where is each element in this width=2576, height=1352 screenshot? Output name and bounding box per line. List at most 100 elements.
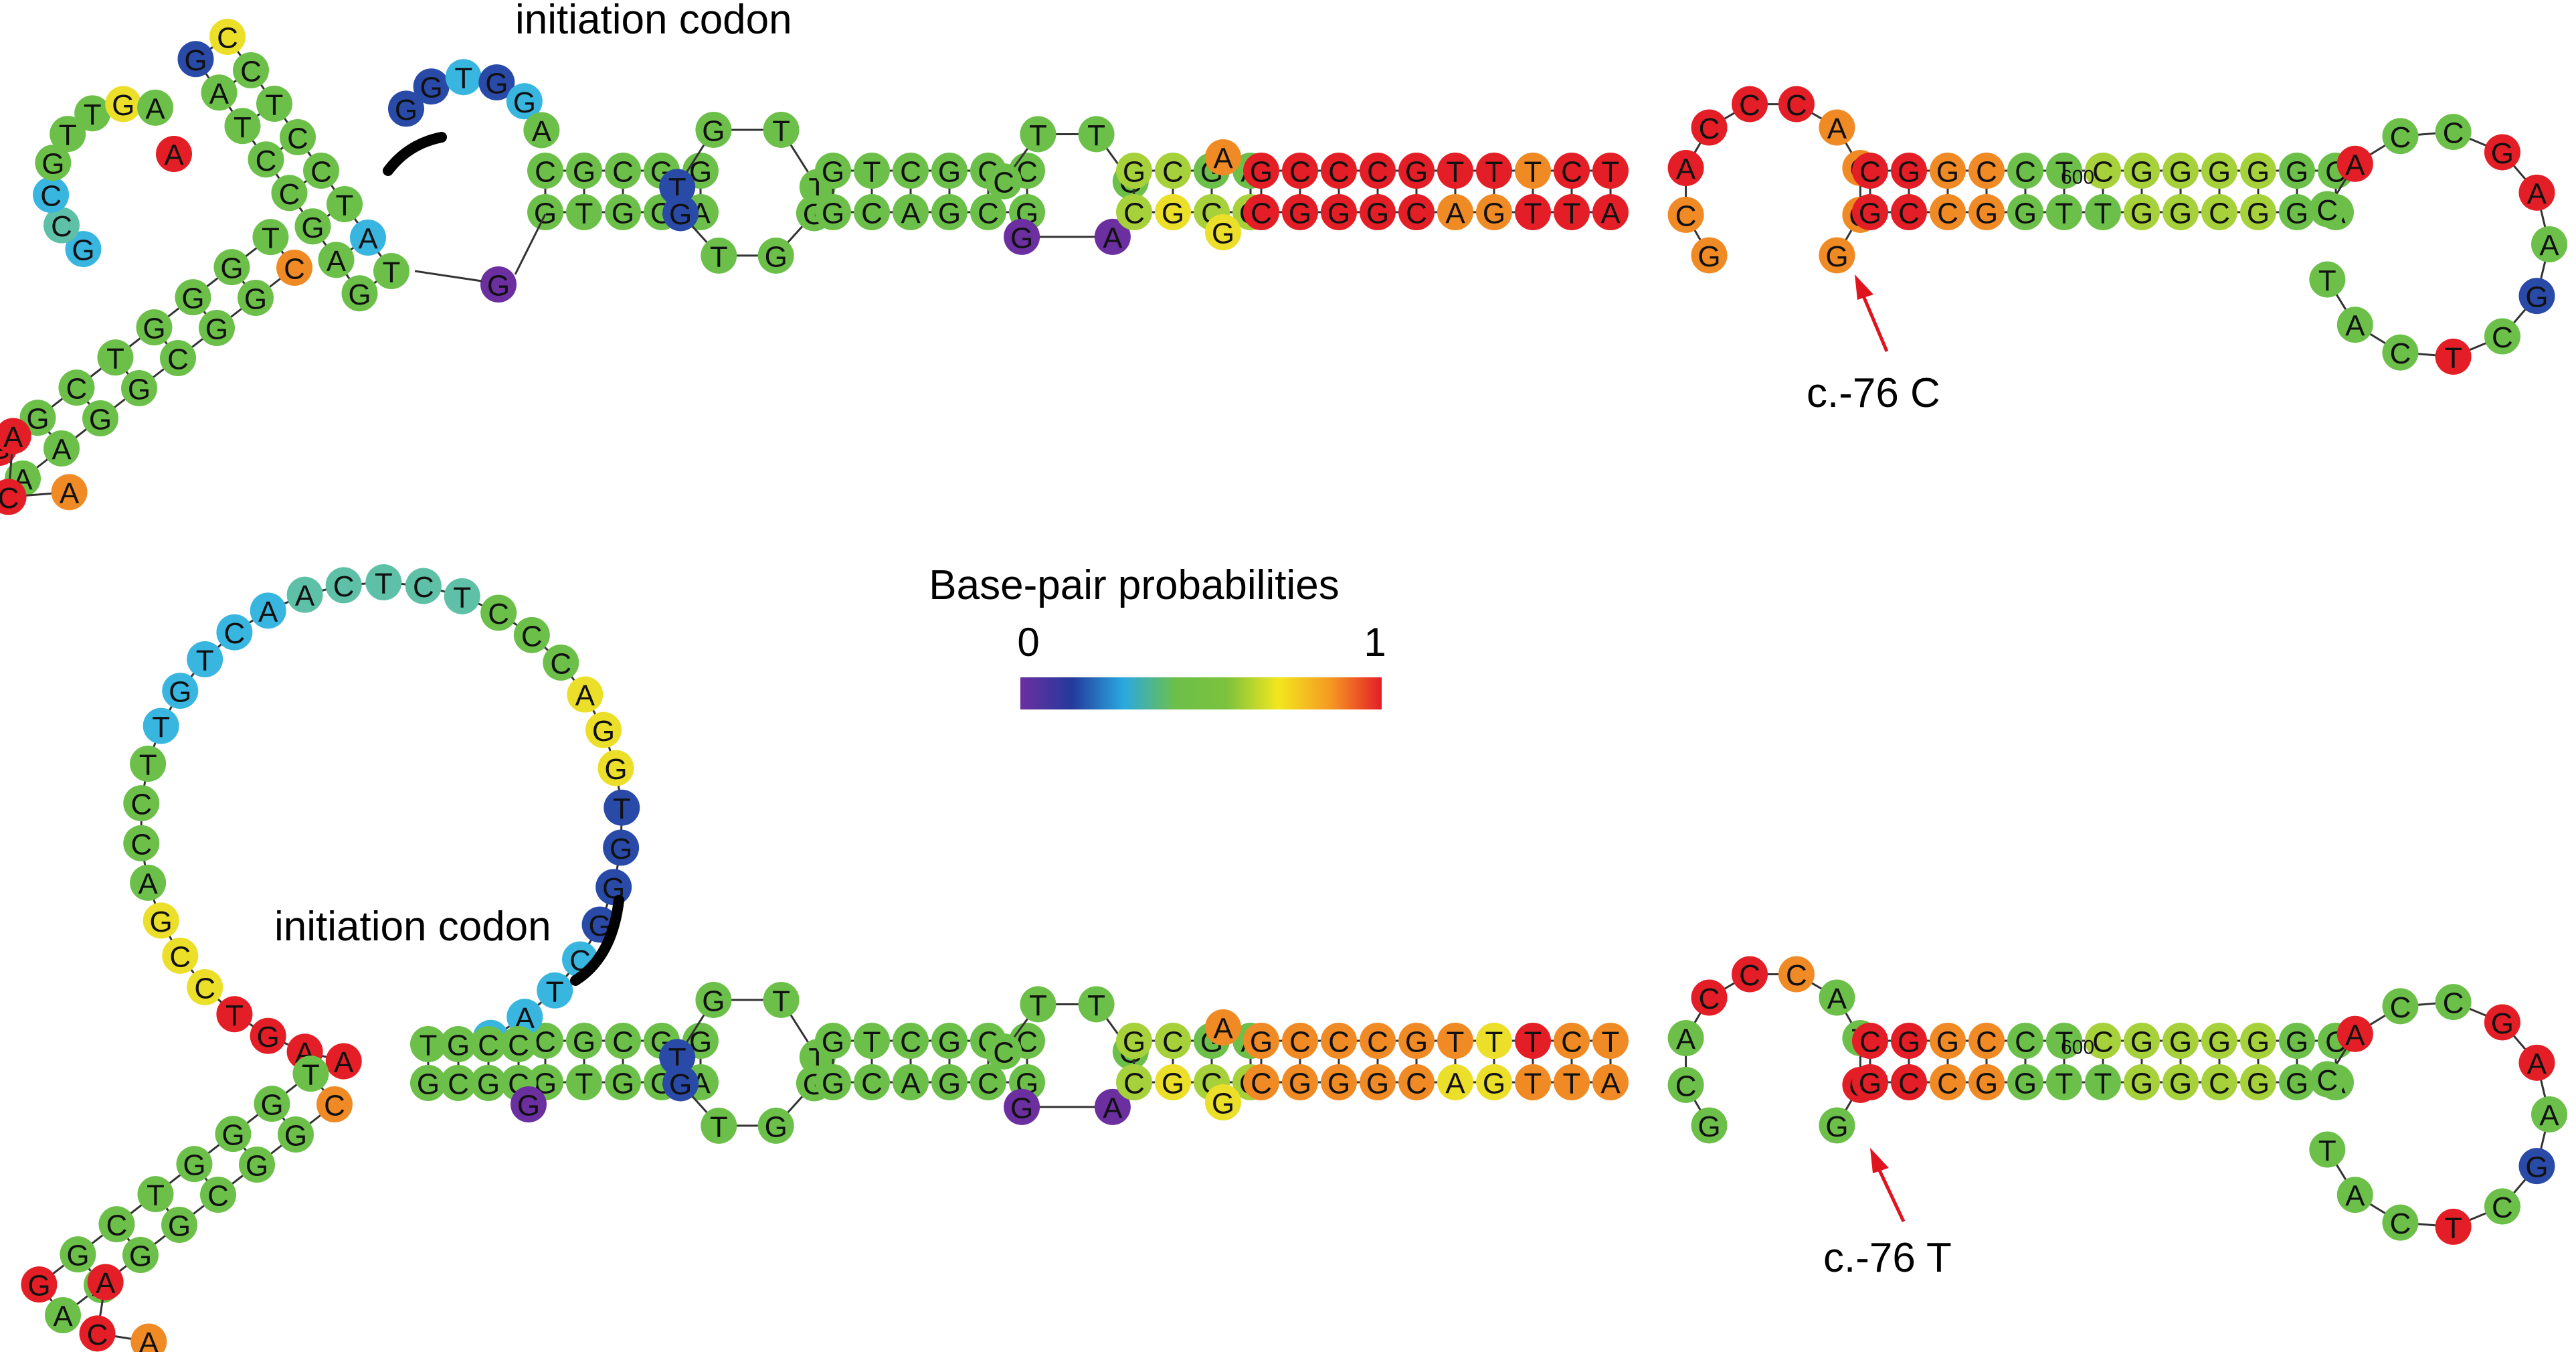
svg-text:G: G [765, 240, 788, 273]
loop-2-upper-nt-1: T [1020, 986, 1056, 1023]
arm-lower-tip: ACA [79, 1264, 167, 1352]
svg-text:C: C [2443, 987, 2464, 1020]
arm-lower-a-2: G [239, 1147, 275, 1183]
loop-4-nt-7: G [2518, 1148, 2555, 1185]
svg-text:T: T [1524, 1026, 1542, 1059]
open-loop-nt-13: T [187, 641, 223, 678]
svg-text:G: G [2130, 156, 2153, 189]
svg-text:G: G [184, 44, 207, 77]
stem-4-top-6: T [1476, 153, 1512, 189]
stem-2-top-3: G [931, 153, 968, 189]
svg-text:T: T [59, 119, 77, 152]
svg-text:C: C [2316, 1064, 2338, 1097]
svg-text:C: C [1786, 959, 1807, 992]
stem-2-bottom-1: C [854, 194, 890, 230]
svg-text:A: A [1676, 1023, 1696, 1056]
stem-5-top-4: C [2007, 153, 2043, 189]
stem-4-bottom-3: G [1360, 1064, 1396, 1100]
stem-2-bottom-2: A [893, 1064, 929, 1100]
svg-text:C: C [861, 1068, 883, 1100]
svg-text:A: A [138, 867, 158, 900]
stem-5-top-8: G [2163, 1023, 2199, 1059]
loop-2-lower-nt-1: G [1004, 1088, 1040, 1125]
legend-title: Base-pair probabilities [929, 562, 1339, 608]
stem-4-bottom-7: T [1515, 194, 1551, 230]
stem-4-bottom-0: C [1243, 1064, 1279, 1100]
stem-2-bottom-3: G [931, 1064, 968, 1100]
loop-3-nt-5: C [1778, 956, 1815, 993]
loop-4-nt-0: C [2309, 191, 2346, 228]
svg-text:T: T [2318, 264, 2336, 297]
svg-text:C: C [1898, 1068, 1920, 1100]
stem-5-bottom-7: G [2124, 194, 2160, 230]
loop-1-upper-nt-2: T [763, 111, 800, 148]
arm-upper-a-3: C [280, 119, 316, 155]
svg-text:T: T [1029, 989, 1047, 1022]
svg-text:G: G [2247, 1068, 2270, 1100]
svg-text:C: C [1976, 1026, 1997, 1059]
svg-text:G: G [89, 404, 112, 436]
stem-1-top-1: G [566, 1023, 602, 1059]
svg-text:T: T [1524, 1068, 1542, 1100]
svg-text:A: A [327, 245, 347, 278]
loop-3-nt-9: G [1819, 237, 1855, 274]
svg-text:G: G [183, 1149, 205, 1182]
stem-4-top-2: C [1321, 1023, 1357, 1059]
svg-text:G: G [765, 1110, 788, 1143]
svg-text:G: G [244, 283, 267, 316]
svg-text:G: G [1898, 1026, 1920, 1059]
svg-text:C: C [279, 178, 300, 211]
svg-text:A: A [2539, 230, 2559, 262]
svg-text:G: G [1825, 1110, 1848, 1143]
loop-2-upper-nt-0: C [986, 1033, 1022, 1070]
legend-min-label: 0 [1017, 620, 1039, 665]
svg-text:C: C [1367, 1026, 1388, 1059]
arm-left-loop-nt-3: G [35, 145, 72, 181]
stem-3-bottom-1: G [1155, 1064, 1191, 1100]
legend: Base-pair probabilities 0 1 [929, 562, 1386, 709]
arm-lower-a-6: A [43, 430, 80, 467]
loop-4-nt-4: G [2484, 134, 2520, 171]
svg-text:C: C [2390, 1207, 2411, 1240]
svg-text:G: G [1405, 1026, 1428, 1059]
loop-3-nt-5: C [1778, 86, 1815, 122]
open-loop-nt-4: C [187, 968, 223, 1005]
stem-5-top-10: G [2240, 153, 2276, 189]
arm-upper-b-3: C [248, 141, 284, 178]
arm-upper-b-6: A [318, 242, 355, 278]
svg-text:T: T [2444, 341, 2462, 374]
open-loop-nt-32: T [537, 972, 573, 1009]
svg-text:C: C [130, 788, 152, 821]
arm-lower-b-1: G [213, 249, 250, 286]
stem-4-bottom-6: G [1476, 1064, 1512, 1100]
svg-text:A: A [258, 596, 278, 628]
svg-text:T: T [1563, 1068, 1581, 1100]
svg-text:G: G [2169, 197, 2192, 230]
svg-text:T: T [1485, 1026, 1503, 1059]
svg-text:A: A [532, 115, 552, 148]
open-loop-nt-12: G [162, 673, 199, 709]
svg-text:T: T [1485, 156, 1503, 189]
svg-text:G: G [487, 270, 510, 303]
loop-1-lower-nt-2: T [701, 1107, 737, 1144]
svg-text:T: T [2094, 197, 2112, 230]
svg-text:T: T [1524, 156, 1542, 189]
svg-text:C: C [535, 156, 556, 189]
open-loop-nt-19: C [405, 568, 442, 604]
svg-text:G: G [246, 1150, 268, 1183]
stem-5-top-4: C [2007, 1023, 2043, 1059]
stem-5: CGGCGCCGCGTTCTGGGGGCGGGGCA [1852, 153, 2354, 230]
svg-text:G: G [573, 1026, 595, 1059]
svg-text:G: G [420, 72, 442, 104]
svg-text:G: G [2014, 197, 2037, 230]
stem-4-top-2: C [1321, 153, 1357, 189]
arm-lower-a-0: C [316, 1086, 353, 1122]
open-loop-nt-7: A [130, 864, 167, 901]
arm-upper-b-5: G [294, 208, 331, 245]
svg-text:T: T [863, 156, 881, 189]
svg-text:C: C [2316, 194, 2338, 227]
stem-4-bottom-6: G [1476, 194, 1512, 230]
loop-3-nt-4: C [1732, 956, 1768, 993]
